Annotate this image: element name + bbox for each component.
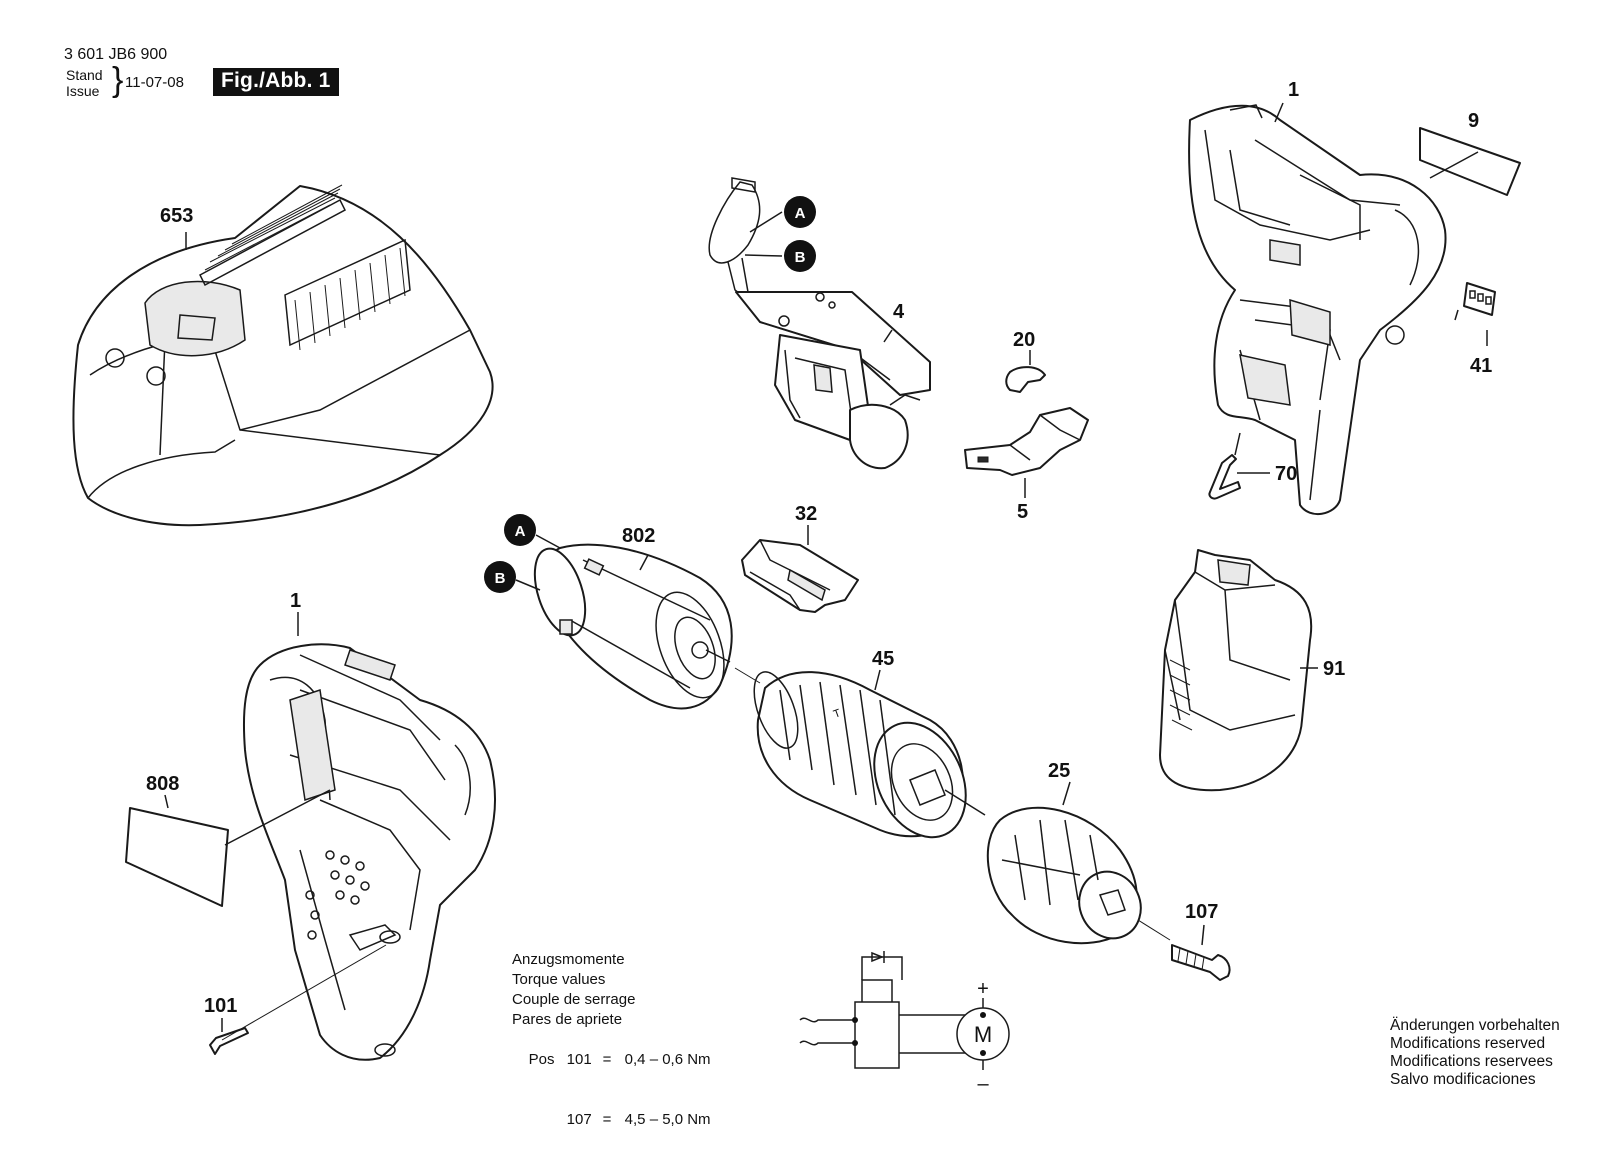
figure-label: Fig./Abb. 1 <box>213 68 339 96</box>
hook-70-drawing <box>1208 432 1270 500</box>
motor-drawing <box>533 543 761 710</box>
housing-half-drawing <box>1188 102 1447 515</box>
document-number: 3 601 JB6 900 <box>64 46 168 63</box>
modifications-fr: Modifications reservees <box>1390 1053 1553 1070</box>
connector-a-badge-top: A <box>784 196 816 228</box>
modifications-en: Modifications reserved <box>1390 1035 1546 1052</box>
modifications-de: Änderungen vorbehalten <box>1390 1017 1560 1034</box>
modifications-es: Salvo modificaciones <box>1390 1071 1536 1088</box>
motor-symbol-label: M <box>974 1022 992 1047</box>
part-label-32: 32 <box>795 503 817 525</box>
torque-pos-101: 101 <box>566 1051 592 1068</box>
connector-b-label: B <box>795 249 806 266</box>
part-label-1-top: 1 <box>1288 79 1299 101</box>
part-label-107: 107 <box>1185 901 1218 923</box>
housing-assembled-drawing <box>242 612 496 1061</box>
screw-107-drawing <box>1171 924 1231 981</box>
torque-row-101: Pos 101 = 0,4 – 0,6 Nm <box>512 1030 711 1090</box>
gearbox-marking: T <box>832 707 843 721</box>
chuck-drawing <box>986 781 1171 945</box>
switch-drawing <box>708 177 931 470</box>
connector-b-badge-top: B <box>784 240 816 272</box>
slider-32-drawing <box>741 525 859 613</box>
torque-title-en: Torque values <box>512 971 606 988</box>
slide-switch-5-drawing <box>964 407 1089 498</box>
issue-date: 11-07-08 <box>125 74 184 91</box>
part-label-808: 808 <box>146 773 179 795</box>
battery-drawing <box>1159 549 1318 792</box>
torque-values-block: Anzugsmomente Torque values Couple de se… <box>512 950 711 1150</box>
connector-a-label-motor: A <box>515 523 526 540</box>
part-label-70: 70 <box>1275 463 1297 485</box>
brace-glyph: } <box>112 61 124 99</box>
circuit-schematic: M + – <box>799 951 1010 1095</box>
stand-label: Stand <box>66 67 103 83</box>
part-label-20: 20 <box>1013 329 1035 351</box>
lever-20-drawing <box>1005 350 1046 393</box>
connector-b-label-motor: B <box>495 570 506 587</box>
part-label-41: 41 <box>1470 355 1492 377</box>
torque-title-de: Anzugsmomente <box>512 951 625 968</box>
torque-eq-107: = <box>602 1111 612 1128</box>
torque-value-101: 0,4 – 0,6 Nm <box>624 1051 711 1068</box>
torque-title-es: Pares de apriete <box>512 1011 623 1028</box>
connector-a-label: A <box>795 205 806 222</box>
charger-drawing <box>72 184 494 527</box>
stand-issue-label: Stand Issue <box>66 67 103 99</box>
part-label-1-bottom: 1 <box>290 590 301 612</box>
screw-101-drawing <box>209 944 387 1055</box>
part-label-101: 101 <box>204 995 237 1017</box>
pos-label: Pos <box>528 1051 555 1068</box>
minus-terminal-label: – <box>977 1073 989 1095</box>
plus-terminal-label: + <box>977 978 989 1000</box>
part-label-4: 4 <box>893 301 905 323</box>
nameplate-41-drawing <box>1454 282 1496 346</box>
part-label-653: 653 <box>160 205 193 227</box>
part-label-802: 802 <box>622 525 655 547</box>
part-label-5: 5 <box>1017 501 1028 523</box>
connector-b-badge-motor: B <box>484 561 541 593</box>
torque-pos-107: 107 <box>566 1111 592 1128</box>
torque-eq-101: = <box>602 1051 612 1068</box>
label-808-drawing <box>125 789 331 907</box>
torque-row-107: 107 = 4,5 – 5,0 Nm <box>512 1090 711 1150</box>
part-label-45: 45 <box>872 648 894 670</box>
issue-label: Issue <box>66 83 100 99</box>
part-label-9: 9 <box>1468 110 1479 132</box>
gearbox-drawing: T <box>753 669 986 839</box>
part-label-25: 25 <box>1048 760 1070 782</box>
label-9-drawing <box>1419 127 1521 196</box>
torque-title-fr: Couple de serrage <box>512 991 636 1008</box>
connector-a-badge-motor: A <box>504 514 561 549</box>
exploded-view-diagram: 653 4 A B <box>72 79 1521 1095</box>
torque-value-107: 4,5 – 5,0 Nm <box>624 1111 711 1128</box>
part-label-91: 91 <box>1323 658 1345 680</box>
modifications-notice: Änderungen vorbehalten Modifications res… <box>1390 1017 1560 1089</box>
